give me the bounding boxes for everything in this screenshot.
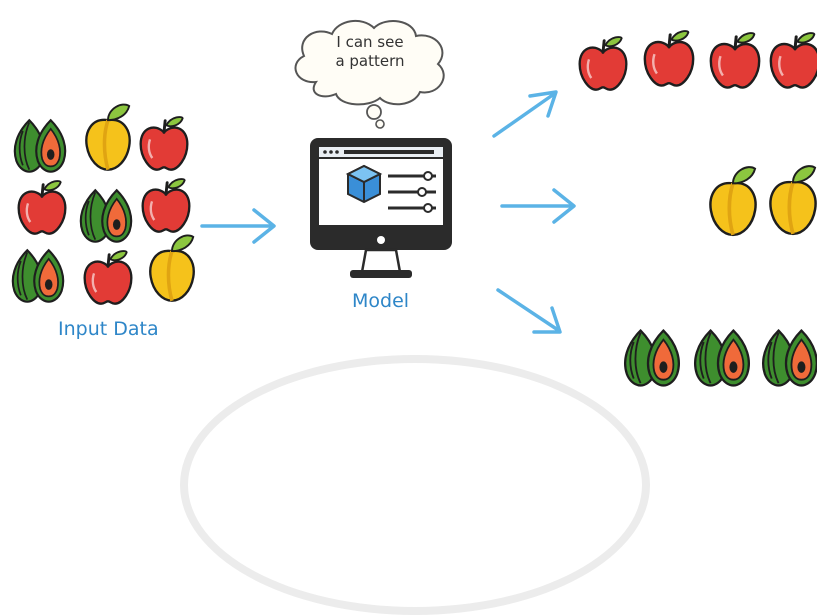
guava-icon (624, 329, 680, 387)
guava-icon (11, 249, 65, 303)
apple-icon (17, 179, 67, 236)
apple-icon (769, 31, 817, 90)
background-arc (180, 355, 650, 615)
apple-icon (141, 177, 191, 234)
apple-icon (139, 115, 189, 172)
arrow-icon (200, 208, 276, 244)
guava-icon (694, 329, 750, 387)
arrow-right-icon (500, 188, 576, 224)
thought-cloud-icon (294, 19, 445, 129)
apple-icon (709, 31, 761, 90)
arrow-up-icon (492, 90, 558, 138)
arrow-down-icon (496, 288, 562, 334)
input-data-label: Input Data (58, 318, 159, 340)
mango-icon (768, 164, 817, 236)
apple-icon (643, 29, 695, 88)
mango-icon (84, 102, 132, 172)
thought-text: I can see a pattern (312, 33, 428, 71)
apple-icon (83, 249, 133, 306)
guava-icon (762, 329, 817, 387)
guava-icon (79, 189, 133, 243)
mango-icon (708, 165, 758, 237)
model-label: Model (352, 290, 410, 312)
apple-icon (578, 35, 628, 92)
guava-icon (13, 119, 67, 173)
monitor-icon (310, 138, 452, 278)
mango-icon (148, 233, 196, 303)
thought-line-2: a pattern (335, 52, 405, 70)
thought-line-1: I can see (336, 33, 404, 51)
